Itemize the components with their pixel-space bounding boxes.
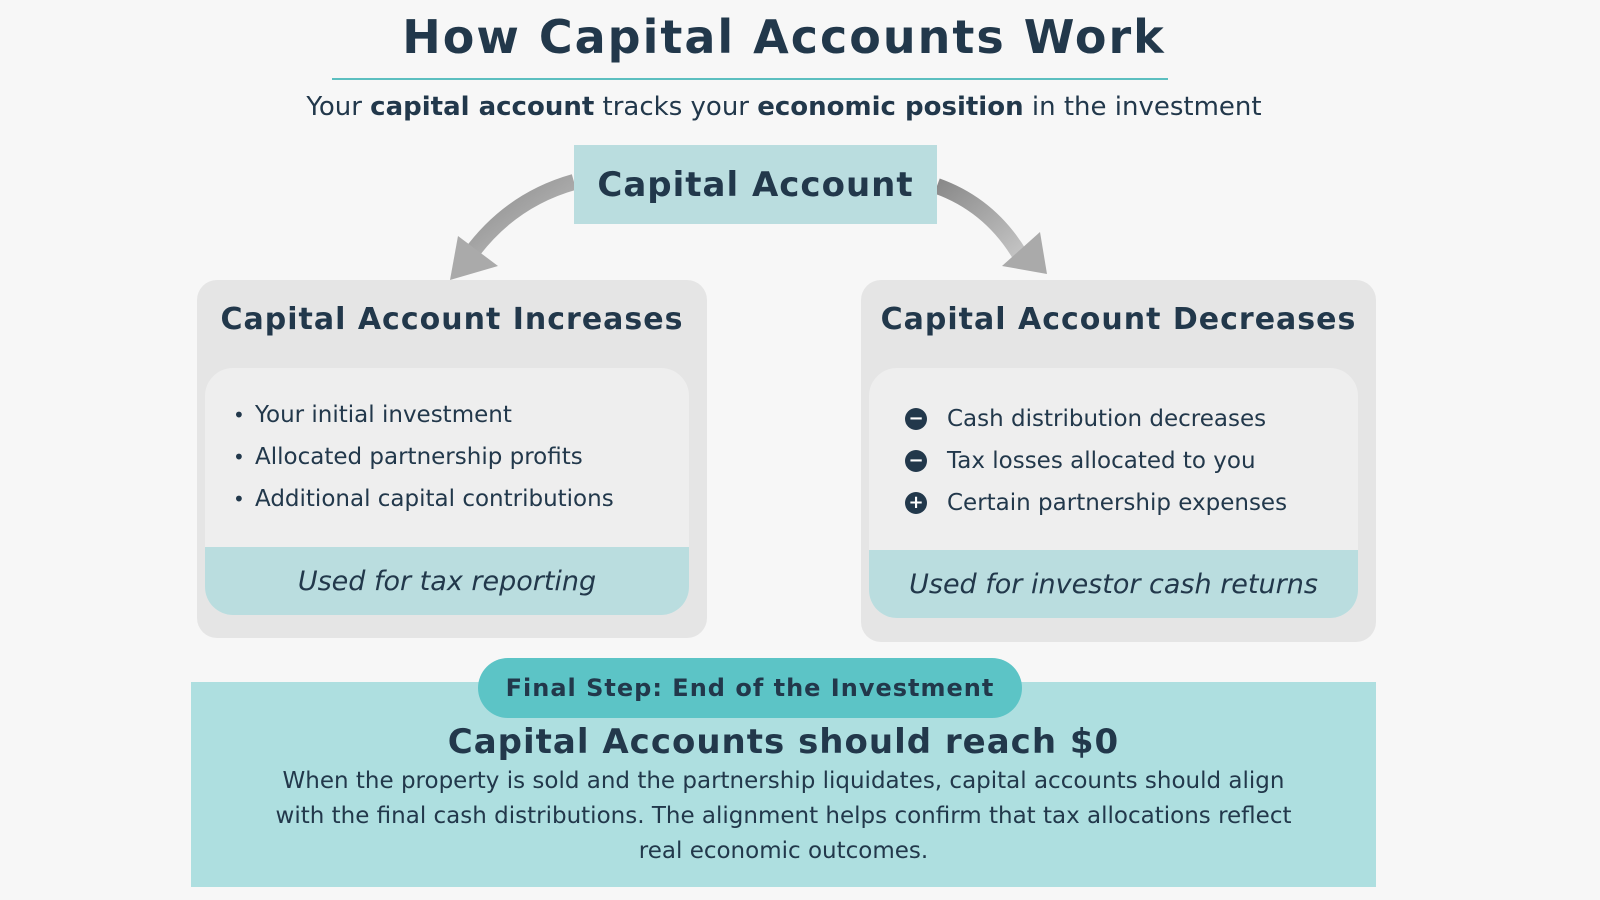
item-label: Additional capital contributions [255, 486, 614, 512]
arrow-left-head [450, 236, 498, 280]
page-title: How Capital Accounts Work [402, 10, 1166, 64]
final-step-pill: Final Step: End of the Investment [478, 658, 1022, 718]
list-item: −Tax losses allocated to you [897, 440, 1358, 482]
list-item: −Cash distribution decreases [897, 398, 1358, 440]
subtitle-bold: capital account [370, 92, 595, 122]
subtitle-text: Your [306, 92, 371, 122]
decreases-list-box: −Cash distribution decreases −Tax losses… [869, 368, 1358, 618]
item-label: Cash distribution decreases [947, 406, 1267, 432]
final-heading: Capital Accounts should reach $0 [447, 722, 1120, 762]
arrow-left-icon [463, 174, 577, 260]
list-item: • Additional capital contributions [233, 478, 689, 520]
minus-circle-icon: − [905, 408, 927, 430]
list-item: • Allocated partnership profits [233, 436, 689, 478]
item-label: Allocated partnership profits [255, 444, 583, 470]
bullet-icon: • [233, 487, 245, 511]
increases-panel: Capital Account Increases • Your initial … [197, 280, 707, 638]
decreases-footer: Used for investor cash returns [869, 550, 1358, 618]
item-label: Certain partnership expenses [947, 490, 1288, 516]
decreases-panel: Capital Account Decreases −Cash distribu… [861, 280, 1376, 642]
arrow-right-head [1002, 232, 1047, 274]
title-underline [332, 78, 1168, 80]
subtitle-text: tracks your [594, 92, 758, 122]
increases-list-box: • Your initial investment • Allocated part… [205, 368, 689, 615]
capital-account-box: Capital Account [574, 145, 937, 224]
item-label: Your initial investment [255, 402, 512, 428]
increases-heading: Capital Account Increases [220, 302, 684, 337]
subtitle: Your capital account tracks your economi… [0, 92, 1568, 122]
item-label: Tax losses allocated to you [947, 448, 1256, 474]
increases-footer: Used for tax reporting [205, 547, 689, 615]
plus-circle-icon: + [905, 492, 927, 514]
list-item: + Certain partnership expenses [897, 482, 1358, 524]
subtitle-bold: economic position [757, 92, 1024, 122]
bullet-icon: • [233, 403, 245, 427]
arrows [450, 174, 1047, 280]
minus-circle-icon: − [905, 450, 927, 472]
decreases-heading: Capital Account Decreases [880, 302, 1357, 337]
final-body: When the property is sold and the partne… [275, 768, 1292, 864]
bullet-icon: • [233, 445, 245, 469]
subtitle-text: in the investment [1023, 92, 1262, 122]
arrow-right-icon [934, 178, 1027, 260]
list-item: • Your initial investment [233, 394, 689, 436]
